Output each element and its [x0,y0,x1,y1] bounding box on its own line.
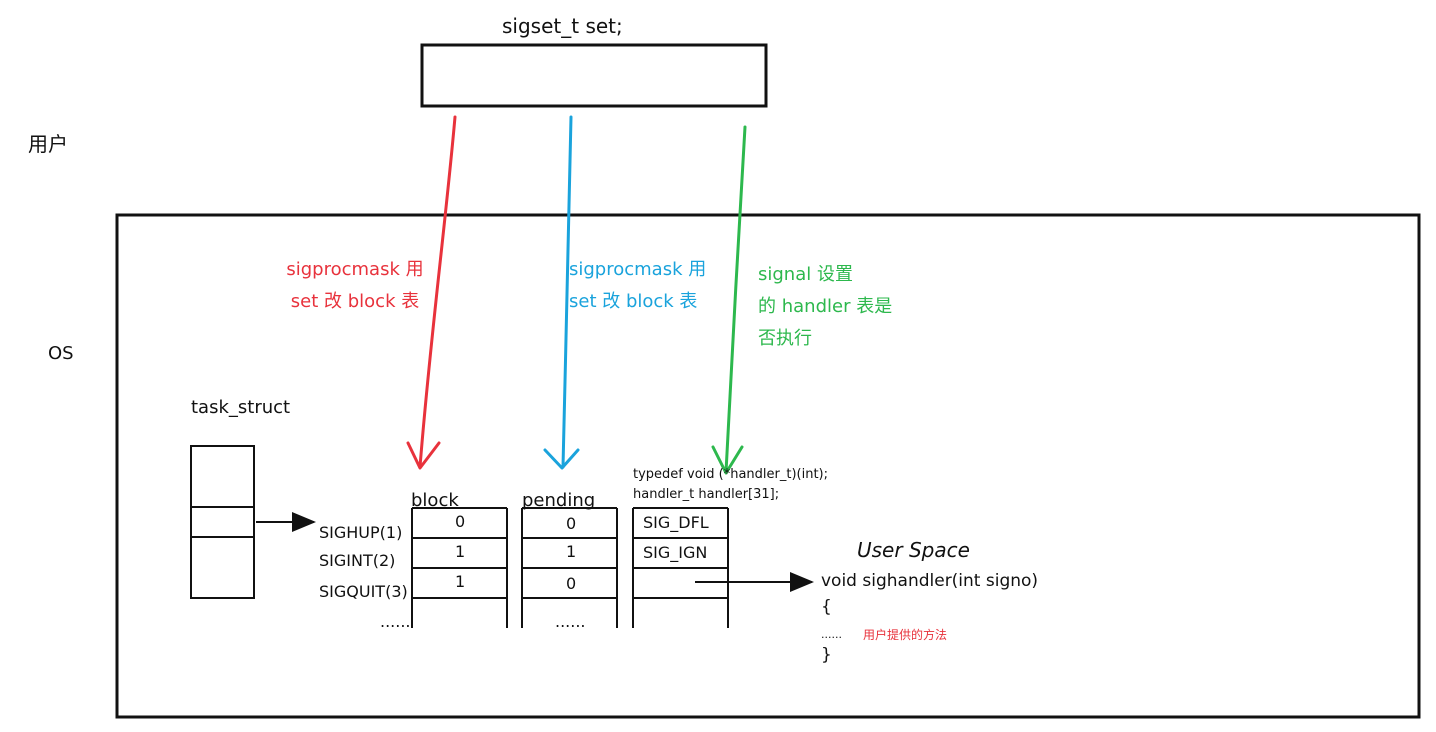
user-handler-body-dots: ...... [821,628,842,641]
user-handler-signature: void sighandler(int signo) [821,571,1039,591]
blue-arrow-note: sigprocmask 用 set 改 block 表 [569,254,706,318]
signal-name-2: SIGINT(2) [319,551,396,570]
block-header: block [411,490,459,511]
green-arrow-note: signal 设置 的 handler 表是 否执行 [758,259,892,355]
red-note-line-1: sigprocmask 用 [286,259,424,280]
handler-value-2: SIG_IGN [643,543,708,562]
user-handler-open-brace: { [821,597,832,617]
os-region-label: OS [48,343,74,364]
green-note-line-3: 否执行 [758,328,812,349]
pending-value-2: 1 [566,542,577,561]
green-note-line-1: signal 设置 [758,264,853,285]
typedef-line-1: typedef void (*handler_t)(int); [633,467,829,482]
sigset-title: sigset_t set; [502,14,623,38]
pending-value-1: 0 [566,514,577,533]
block-ellipsis: ...... [380,612,411,631]
os-boundary-box [115,213,1421,719]
pending-table [521,507,618,628]
block-table [411,507,508,628]
green-note-line-2: 的 handler 表是 [758,296,893,317]
user-handler-close-brace: } [821,645,832,665]
task-struct-block [190,445,255,599]
sigset-box [420,43,768,108]
typedef-line-2: handler_t handler[31]; [633,487,780,502]
signal-name-3: SIGQUIT(3) [319,582,408,601]
user-region-label: 用户 [28,132,68,156]
pending-header: pending [522,490,596,511]
handler-table [632,507,729,628]
pending-value-3: 0 [566,574,577,593]
user-handler-body-note: 用户提供的方法 [863,628,948,642]
task-struct-label: task_struct [191,397,291,418]
red-arrow [406,115,457,470]
block-value-2: 1 [455,542,466,561]
user-space-title: User Space [857,538,970,562]
pending-ellipsis: ...... [555,612,586,631]
blue-note-line-1: sigprocmask 用 [569,259,707,280]
block-value-3: 1 [455,572,466,591]
handler-value-1: SIG_DFL [643,513,709,532]
red-arrow-note: sigprocmask 用 set 改 block 表 [279,254,431,318]
block-value-1: 0 [455,512,466,531]
signal-name-1: SIGHUP(1) [319,523,403,542]
green-arrow [711,125,747,475]
red-note-line-2: set 改 block 表 [290,291,420,312]
blue-note-line-2: set 改 block 表 [569,291,698,312]
blue-arrow [543,115,580,470]
